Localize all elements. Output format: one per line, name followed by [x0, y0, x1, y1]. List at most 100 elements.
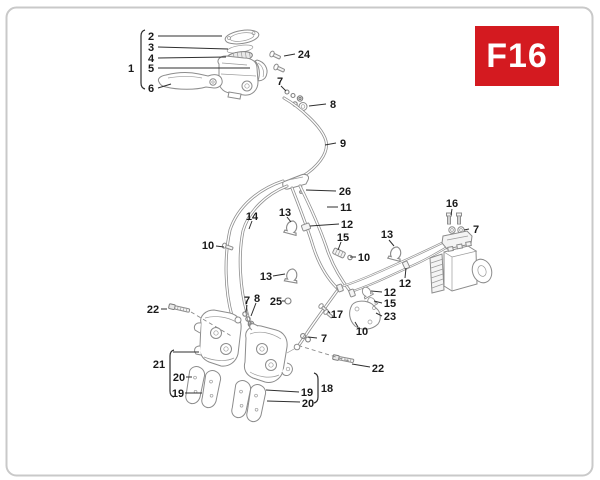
part-label-21: 21 — [153, 359, 165, 371]
brake-pad — [200, 369, 222, 410]
part-label-10: 10 — [358, 252, 370, 264]
group-bracket-1 — [140, 29, 146, 90]
brake-lever — [157, 72, 223, 90]
hose-11 — [290, 186, 339, 290]
part-label-11: 11 — [340, 202, 352, 214]
part-label-16: 16 — [446, 198, 458, 210]
caliper-bolt-22-left — [168, 303, 191, 313]
mounting-bracket-23 — [349, 300, 381, 330]
part-label-22: 22 — [372, 363, 384, 375]
part-label-20: 20 — [302, 398, 314, 410]
banjo-washers-top — [284, 89, 304, 102]
leader-line — [375, 312, 383, 317]
brake-pipe-12b — [348, 244, 451, 294]
part-label-2: 2 — [148, 31, 154, 43]
master-cylinder-body — [217, 55, 259, 100]
leader-line — [157, 46, 229, 50]
assembly-axis-lines — [173, 311, 350, 362]
brake-pad — [245, 383, 267, 424]
washer-25 — [284, 297, 292, 305]
clamp-13-lower — [283, 267, 300, 284]
page-code-badge: F16 — [475, 26, 559, 86]
part-label-7: 7 — [277, 76, 283, 88]
page-frame — [5, 6, 594, 477]
part-label-12: 12 — [384, 287, 396, 299]
leader-line — [280, 85, 287, 92]
leader-lines — [140, 29, 470, 404]
leader-line — [215, 245, 225, 248]
abs-modulator — [429, 240, 493, 294]
part-label-20: 20 — [173, 372, 185, 384]
caliper-right — [243, 323, 293, 383]
part-label-8: 8 — [330, 99, 336, 111]
pipe-union-nuts — [336, 260, 410, 298]
leader-line — [248, 220, 253, 230]
bolts-17 — [318, 303, 334, 319]
cap-screws — [269, 50, 285, 73]
leader-line — [272, 273, 286, 277]
leader-line — [354, 321, 359, 328]
leader-line — [337, 241, 342, 251]
part-label-22: 22 — [147, 304, 159, 316]
hose-14 — [224, 179, 285, 337]
leader-line — [308, 103, 327, 107]
leader-line — [286, 216, 292, 223]
lever-boot — [254, 59, 268, 82]
group-bracket-21 — [169, 349, 175, 398]
part-label-26: 26 — [339, 186, 351, 198]
leader-line — [370, 290, 383, 293]
brake-pad — [230, 379, 252, 420]
assembly-axis — [299, 345, 350, 362]
caliper-bolt-22-right — [332, 354, 355, 363]
part-label-8: 8 — [254, 293, 260, 305]
leader-line — [283, 53, 296, 57]
hose-26 — [298, 184, 352, 293]
part-label-15: 15 — [337, 232, 349, 244]
part-label-25: 25 — [270, 296, 282, 308]
part-label-23: 23 — [384, 311, 396, 323]
part-label-12: 12 — [341, 219, 353, 231]
leader-line — [324, 142, 337, 146]
part-label-13: 13 — [381, 229, 393, 241]
assembly-axis — [190, 311, 234, 338]
brake-pipe-12a — [335, 239, 448, 290]
part-label-12: 12 — [399, 278, 411, 290]
brake-hose-9 — [282, 96, 328, 178]
part-label-5: 5 — [148, 63, 154, 75]
leader-line — [327, 310, 331, 314]
caliper-left — [193, 309, 242, 367]
group-bracket-18 — [313, 372, 319, 404]
hose-fitting-12 — [300, 222, 312, 232]
page-code: F16 — [486, 36, 548, 75]
leader-line — [404, 267, 407, 279]
part-label-24: 24 — [298, 49, 311, 61]
leader-line — [157, 83, 172, 89]
part-label-19: 19 — [172, 388, 184, 400]
clamp-13-upper — [283, 218, 301, 236]
part-label-10: 10 — [356, 326, 368, 338]
part-label-1: 1 — [128, 63, 134, 75]
part-label-13: 13 — [279, 207, 291, 219]
leader-line — [250, 302, 257, 317]
leader-line — [157, 56, 227, 59]
part-label-14: 14 — [246, 211, 259, 223]
reservoir-cap — [224, 29, 260, 45]
leader-line — [351, 363, 371, 368]
bolts-16 — [446, 212, 462, 225]
leader-line — [309, 223, 340, 227]
leader-line — [388, 239, 395, 247]
leader-line — [305, 189, 337, 192]
hose-junction — [282, 173, 309, 194]
part-label-18: 18 — [321, 383, 333, 395]
part-label-6: 6 — [148, 83, 154, 95]
part-label-19: 19 — [301, 387, 313, 399]
part-label-4: 4 — [148, 53, 155, 65]
part-label-7: 7 — [321, 333, 327, 345]
leader-line — [450, 208, 453, 216]
part-label-3: 3 — [148, 42, 154, 54]
part-label-10: 10 — [202, 240, 214, 252]
leader-line — [265, 389, 300, 393]
